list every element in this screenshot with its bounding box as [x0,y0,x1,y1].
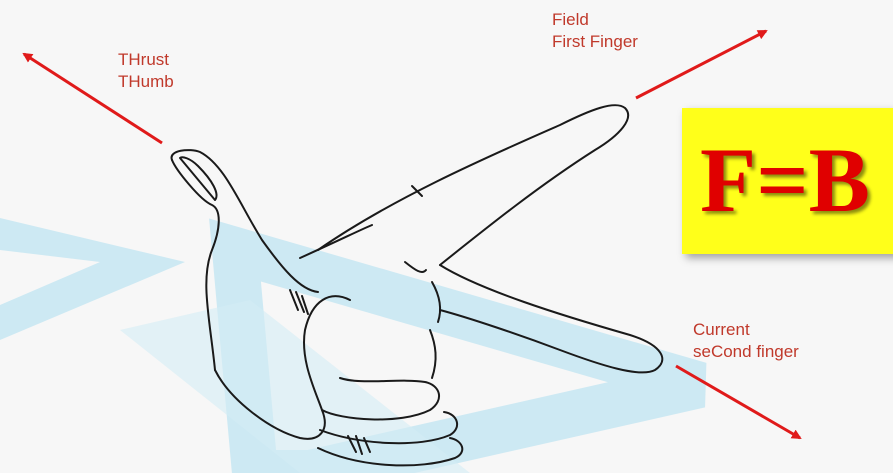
current-arrow [676,366,800,438]
field-label: Field [552,10,589,30]
second-finger-label: seCond finger [693,342,799,362]
thumb-label: THumb [118,72,174,92]
field-arrow [636,31,766,98]
formula-text: F=B [700,130,870,230]
current-label: Current [693,320,750,340]
formula-box: F=B [682,108,893,254]
first-finger-label: First Finger [552,32,638,52]
thrust-label: THrust [118,50,169,70]
